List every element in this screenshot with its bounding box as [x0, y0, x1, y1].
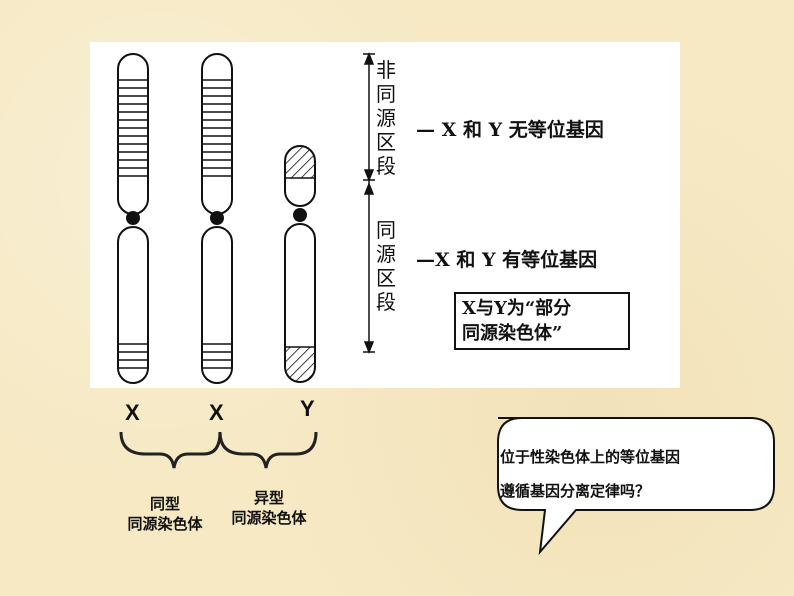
note-no-alleles: — X 和 Y 无等位基因	[416, 119, 604, 141]
group-label-line: 同源染色体	[127, 515, 203, 533]
boxed-note-line: X与Y为“部分	[462, 298, 572, 319]
note-has-alleles: —X 和 Y 有等位基因	[416, 249, 598, 271]
label-char: 源	[376, 242, 396, 266]
chromosome-letter-y: Y	[300, 396, 315, 421]
label-char: 同	[376, 218, 396, 242]
label-char: 同	[376, 82, 396, 106]
question-line: 位于性染色体上的等位基因	[500, 448, 681, 466]
label-char: 区	[376, 130, 396, 154]
question-line: 遵循基因分离定律吗？	[500, 482, 651, 500]
group-label-line: 同型	[149, 495, 180, 513]
region-bracket	[363, 51, 375, 355]
question-text: 位于性染色体上的等位基因 遵循基因分离定律吗？	[500, 440, 750, 508]
brace-same-type	[119, 431, 222, 469]
brace-diff-type	[218, 431, 318, 469]
label-char: 段	[376, 154, 396, 178]
chromosome-letter-x1: X	[125, 400, 140, 425]
non-homologous-region-label: 非 同 源 区 段	[374, 58, 398, 178]
label-char: 区	[376, 266, 396, 290]
label-char: 非	[376, 58, 396, 82]
boxed-note-line: 同源染色体”	[462, 323, 563, 344]
group-label-diff-type: 异型 同源染色体	[214, 488, 324, 528]
chromosome-x-left	[117, 53, 149, 384]
homologous-region-label: 同 源 区 段	[374, 218, 398, 314]
diagram-panel: 非 同 源 区 段 同 源 区 段 — X 和 Y 无等位基因 —X 和 Y 有…	[90, 42, 680, 388]
group-label-line: 同源染色体	[231, 509, 307, 527]
group-label-line: 异型	[253, 489, 284, 507]
chromosome-letter-x2: X	[209, 400, 224, 425]
chromosome-y	[284, 145, 316, 383]
label-char: 源	[376, 106, 396, 130]
chromosome-diagram	[117, 51, 375, 384]
group-label-same-type: 同型 同源染色体	[110, 494, 220, 534]
label-char: 段	[376, 290, 396, 314]
partial-homolog-note: X与Y为“部分 同源染色体”	[454, 292, 630, 350]
chromosome-x-middle	[201, 53, 233, 384]
